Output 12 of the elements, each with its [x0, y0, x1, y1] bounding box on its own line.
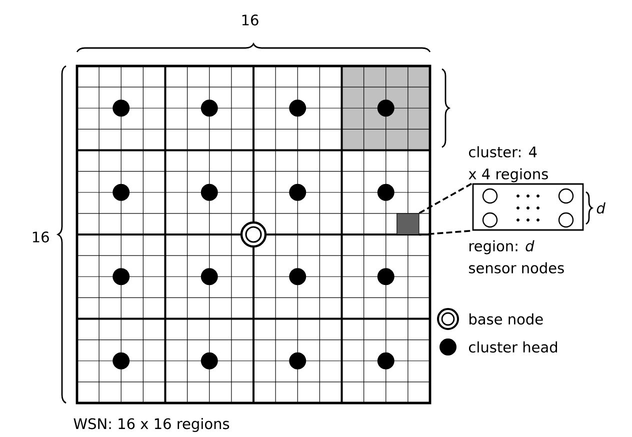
- label: WSN: 16 x 16 regions: [74, 418, 230, 432]
- legend-label: base node: [470, 313, 543, 325]
- inset-box: [472, 183, 584, 231]
- label: 16: [32, 232, 49, 242]
- legend-label: cluster head: [469, 341, 557, 353]
- leader-line: [418, 182, 473, 214]
- label: region: d sensor nodes: [469, 240, 564, 274]
- label: 16: [242, 14, 258, 26]
- label: cluster: 4 x 4 regions: [468, 146, 548, 182]
- region-cell: [396, 213, 420, 235]
- label: d: [596, 202, 606, 214]
- leader-line: [419, 230, 472, 236]
